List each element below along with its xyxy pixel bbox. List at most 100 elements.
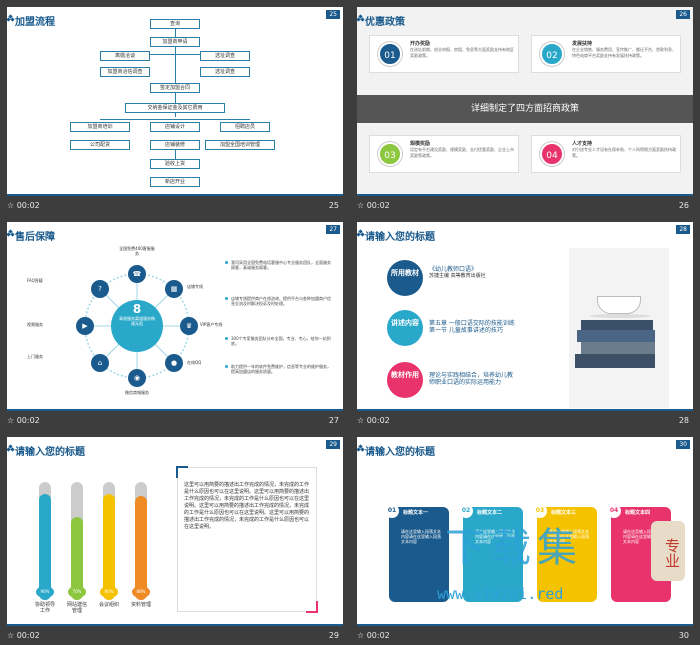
slide-number: 26 bbox=[678, 201, 689, 210]
tab-body: 请在这里输入段落文本内容请在这里输入段落文本内容 bbox=[623, 529, 663, 544]
flow-box: 新店开业 bbox=[150, 177, 200, 187]
slide-number: 30 bbox=[678, 631, 689, 640]
bar-label: 会议组织 bbox=[98, 602, 119, 608]
topic-badge: 讲述内容 bbox=[387, 310, 423, 346]
slide-30: 请输入您的标题 30 01 标题文本一 请在这里输入段落文本内容请在这里输入段落… bbox=[357, 437, 693, 626]
node-label: 在线QQ bbox=[187, 360, 202, 365]
card-number: 04 bbox=[540, 142, 564, 166]
watermark-url: www.xiazai.red bbox=[437, 585, 564, 603]
policy-card: 03 规模奖励 设定有平台建设奖励、规模奖励、支付优惠奖励、企业上市奖励等政策。 bbox=[369, 135, 519, 173]
flow-box: 加盟商申请 bbox=[150, 37, 200, 47]
watermark-seal: 专业 bbox=[651, 521, 685, 581]
slide-number: 28 bbox=[678, 416, 689, 425]
progress-percent: 70% bbox=[68, 586, 86, 598]
hub-center: 8 高效服务渠道服务畅通无阻 bbox=[119, 302, 155, 326]
tab-number: 01 bbox=[385, 504, 399, 518]
hub-caption: 高效服务渠道服务畅通无阻 bbox=[119, 316, 155, 326]
flow-box: 店铺装修 bbox=[150, 140, 200, 150]
bar-label: 资料管理 bbox=[130, 602, 151, 608]
card-text: 在选址前期、创业申报、房租、免息等方面奖励支持有地区奖励政策。 bbox=[410, 47, 514, 58]
flow-box: 交纳金保证金及其它费用 bbox=[125, 103, 225, 113]
flow-box: 离婚洽谈 bbox=[100, 51, 150, 61]
slide-title: 加盟流程 bbox=[15, 17, 55, 28]
slide-number-badge: 26 bbox=[676, 10, 690, 19]
flow-box: 查询 bbox=[150, 19, 200, 29]
slide-thumb-30[interactable]: 请输入您的标题 30 01 标题文本一 请在这里输入段落文本内容请在这里输入段落… bbox=[350, 430, 693, 644]
slide-footer: ☆ 00:02 30 bbox=[357, 626, 693, 644]
timing-label: ☆ 00:02 bbox=[7, 416, 40, 425]
title-diamond-icon bbox=[7, 14, 15, 23]
title-diamond-icon bbox=[357, 14, 365, 23]
store-icon: ▦ bbox=[165, 280, 183, 298]
progress-bar: 90% bbox=[36, 482, 54, 600]
content-tab: 01 标题文本一 请在这里输入段落文本内容请在这里输入段落文本内容 bbox=[385, 504, 449, 602]
tab-body: 请在这里输入段落文本内容请在这里输入段落文本内容 bbox=[549, 529, 589, 544]
slide-thumb-28[interactable]: 请输入您的标题 28 所用教材 《幼儿教师口语》苏捷主编 高等教育出版社 讲述内… bbox=[350, 215, 693, 429]
tab-body: 请在这里输入段落文本内容请在这里输入段落文本内容 bbox=[475, 529, 515, 544]
flow-box: 选址调查 bbox=[200, 67, 250, 77]
card-title: 规模奖励 bbox=[410, 141, 431, 147]
progress-bar: 70% bbox=[68, 482, 86, 600]
content-tab: 03 标题文本三 请在这里输入段落文本内容请在这里输入段落文本内容 bbox=[533, 504, 597, 602]
slide-thumb-29[interactable]: 请输入您的标题 29 90% 70% 90% 88% 协助领导工作 网站建信管理… bbox=[0, 430, 343, 644]
slide-title: 售后保障 bbox=[15, 232, 55, 243]
vip-icon: ♛ bbox=[180, 317, 198, 335]
title-diamond-icon bbox=[357, 229, 365, 238]
timing-label: ☆ 00:02 bbox=[7, 201, 40, 210]
slide-footer: ☆ 00:02 27 bbox=[7, 411, 343, 429]
card-text: 对引进专业人才设有社保补助、个人所得税方面奖励扶持政策。 bbox=[572, 147, 676, 158]
tab-body: 请在这里输入段落文本内容请在这里输入段落文本内容 bbox=[401, 529, 441, 544]
tab-title: 标题文本一 bbox=[403, 510, 429, 516]
slide-number-badge: 27 bbox=[326, 225, 340, 234]
tab-title: 标题文本二 bbox=[477, 510, 503, 516]
watermark-logo: 下载集 bbox=[445, 525, 583, 571]
bullet-text: 助力提供一年的软件免费维护，信息等专业的维护服务，提高加盟店的服务质量。 bbox=[225, 364, 331, 374]
flow-box: 店铺设计 bbox=[150, 122, 200, 132]
slide-footer: ☆ 00:02 29 bbox=[7, 626, 343, 644]
progress-bar: 90% bbox=[100, 482, 118, 600]
slide-thumb-26[interactable]: 优惠政策 26 01 开办奖励 在选址前期、创业申报、房租、免息等方面奖励支持有… bbox=[350, 0, 693, 214]
topic-text: 第五章 一般口语交际的技能训练第一节 儿童故事讲述的技巧 bbox=[429, 320, 515, 334]
flow-box: 加盟商洽信调查 bbox=[100, 67, 150, 77]
card-title: 人才支持 bbox=[572, 141, 593, 147]
content-tab: 02 标题文本二 请在这里输入段落文本内容请在这里输入段落文本内容 bbox=[459, 504, 523, 602]
books-coffee-image bbox=[569, 248, 669, 408]
bar-label: 网站建信管理 bbox=[66, 602, 87, 614]
slide-number-badge: 28 bbox=[676, 225, 690, 234]
home-icon: ⌂ bbox=[91, 354, 109, 372]
video-icon: ▶ bbox=[76, 317, 94, 335]
bullet-text: 300个专家服务团队分布全国，专业、专心，给你一站到底。 bbox=[225, 336, 331, 346]
slide-footer: ☆ 00:02 26 bbox=[357, 196, 693, 214]
hub-number: 8 bbox=[132, 302, 142, 316]
flow-box: 验收上货 bbox=[150, 159, 200, 169]
slide-thumb-25[interactable]: 加盟流程 25 查询 加盟商申请 离婚洽谈 选址调查 加盟商洽信调查 选址调查 … bbox=[0, 0, 343, 214]
flow-box: 招聘店员 bbox=[220, 122, 270, 132]
progress-percent: 88% bbox=[132, 586, 150, 598]
slide-27: 售后保障 27 8 高效服务渠道服务畅通无阻 ☎ ▦ ♛ ● ◉ ⌂ ▶ ? 全… bbox=[7, 222, 343, 411]
faq-icon: ? bbox=[91, 280, 109, 298]
policy-banner: 详细制定了四方面招商政策 bbox=[357, 95, 693, 123]
topic-badge: 教材作用 bbox=[387, 362, 423, 398]
topic-text: 《幼儿教师口语》苏捷主编 高等教育出版社 bbox=[429, 266, 486, 279]
policy-card: 04 人才支持 对引进专业人才设有社保补助、个人所得税方面奖励扶持政策。 bbox=[531, 135, 681, 173]
node-label: 上门服务 bbox=[27, 354, 43, 359]
slide-number-badge: 30 bbox=[676, 440, 690, 449]
slide-thumb-27[interactable]: 售后保障 27 8 高效服务渠道服务畅通无阻 ☎ ▦ ♛ ● ◉ ⌂ ▶ ? 全… bbox=[0, 215, 343, 429]
tab-title: 标题文本四 bbox=[625, 510, 651, 516]
slide-25: 加盟流程 25 查询 加盟商申请 离婚洽谈 选址调查 加盟商洽信调查 选址调查 … bbox=[7, 7, 343, 196]
card-text: 在企业销售、服务费用、宣传推广、搬迁平台、贷款利息、特色电商平台奖励支持有发展扶… bbox=[572, 47, 676, 58]
slide-29: 请输入您的标题 29 90% 70% 90% 88% 协助领导工作 网站建信管理… bbox=[7, 437, 343, 626]
node-label: 微信商城服务 bbox=[125, 390, 149, 395]
qq-icon: ● bbox=[165, 354, 183, 372]
title-diamond-icon bbox=[357, 444, 365, 453]
progress-bar: 88% bbox=[132, 482, 150, 600]
tab-title: 标题文本三 bbox=[551, 510, 577, 516]
description-text: 这里可以用简要的描述出工作完成的情况，未完成的工作是什么原因也可以在这里说明。这… bbox=[184, 482, 310, 530]
slide-number-badge: 29 bbox=[326, 440, 340, 449]
slide-28: 请输入您的标题 28 所用教材 《幼儿教师口语》苏捷主编 高等教育出版社 讲述内… bbox=[357, 222, 693, 411]
timing-label: ☆ 00:02 bbox=[7, 631, 40, 640]
flow-box: 选址调查 bbox=[200, 51, 250, 61]
topic-text: 理论与实践相结合，培养幼儿教师职业口语的实际运用能力 bbox=[429, 372, 514, 386]
node-label: 视频服务 bbox=[27, 322, 43, 327]
slide-number: 27 bbox=[328, 416, 339, 425]
